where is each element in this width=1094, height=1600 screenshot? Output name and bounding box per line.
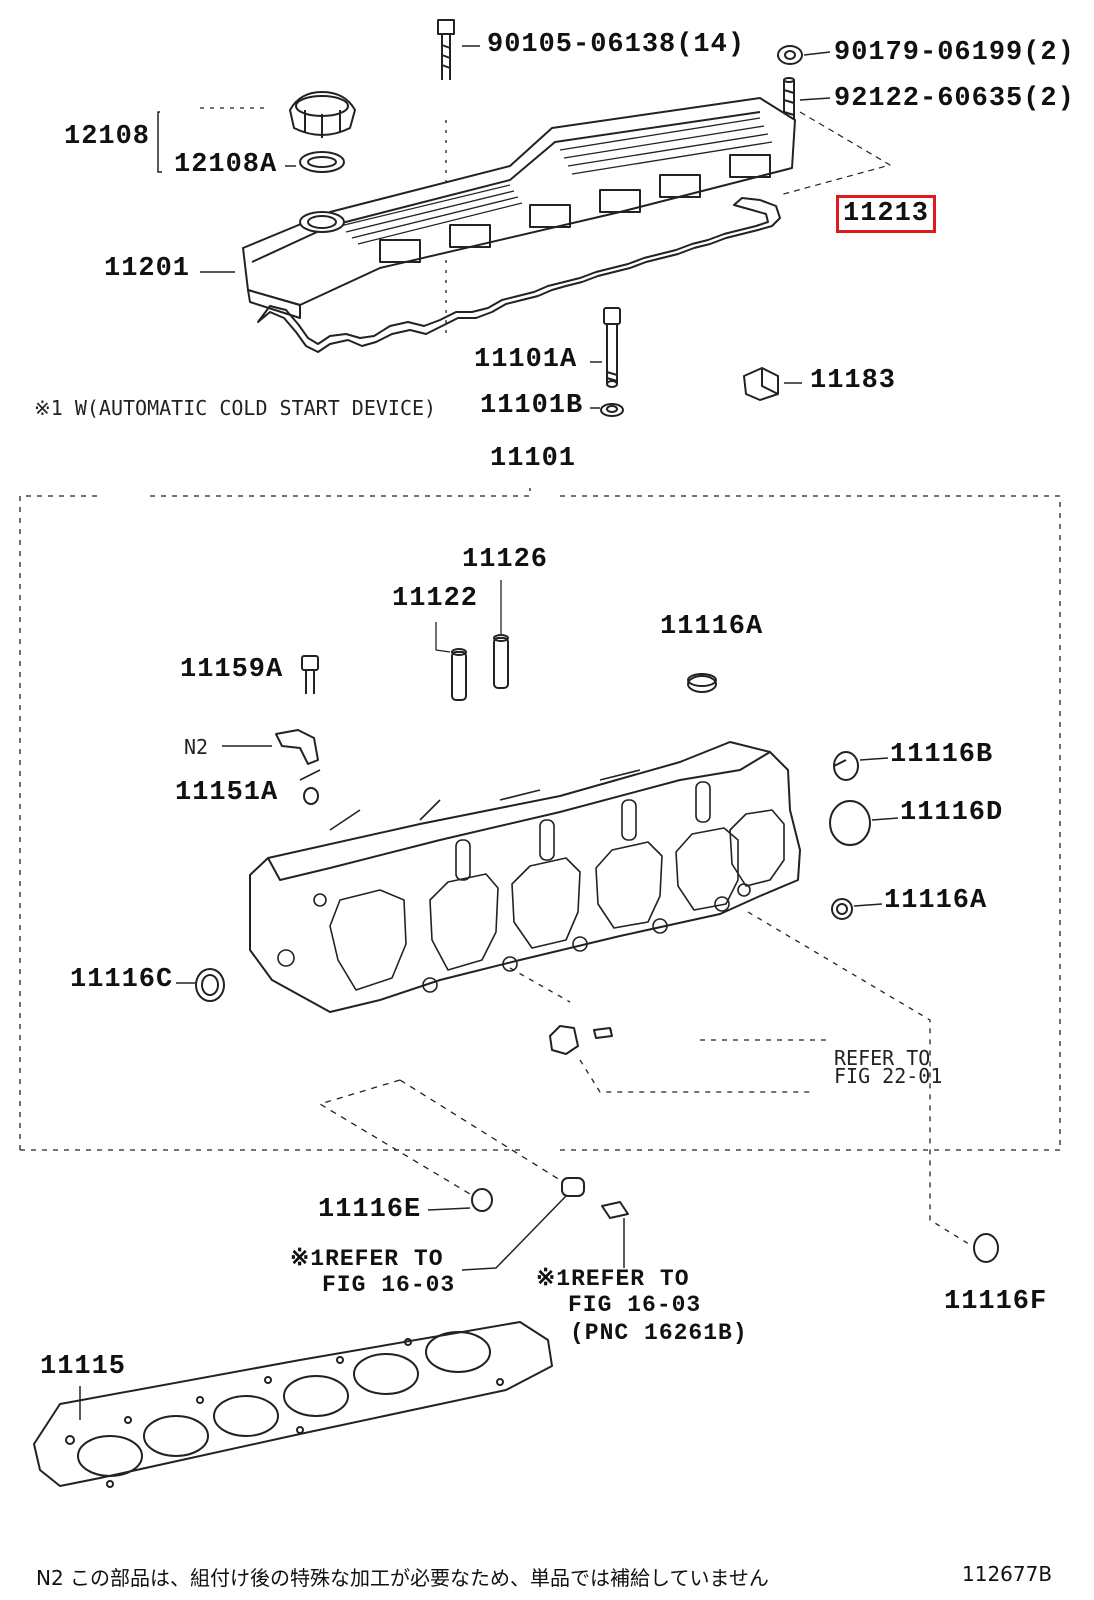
plug-icon xyxy=(471,1188,493,1212)
refer-fig-22-01-line1: REFER TO xyxy=(834,1046,931,1070)
label-11122: 11122 xyxy=(392,584,479,614)
footer-note: N2 この部品は、組付け後の特殊な加工が必要なため、単品では補給していません xyxy=(36,1566,769,1590)
label-11101: 11101 xyxy=(490,444,577,474)
side-plug-icon xyxy=(743,367,779,401)
head-gasket-icon xyxy=(33,1321,553,1488)
label-11159a: 11159A xyxy=(180,655,284,685)
bracket-icon xyxy=(275,729,319,765)
note-automatic-cold-start: ※1 W(AUTOMATIC COLD START DEVICE) xyxy=(34,396,437,420)
label-12108a: 12108A xyxy=(174,150,278,180)
bolt-icon xyxy=(437,19,455,80)
refer-fig-16-03-a-line1: ※1REFER TO xyxy=(290,1246,444,1272)
plug-icon xyxy=(195,968,225,1002)
figure-id: 112677B xyxy=(962,1562,1053,1586)
label-90179-06199: 90179-06199(2) xyxy=(834,38,1075,68)
pin-icon xyxy=(593,1027,613,1039)
label-11116f: 11116F xyxy=(944,1287,1048,1317)
label-11116d: 11116D xyxy=(900,798,1004,828)
label-11101b: 11101B xyxy=(480,391,584,421)
label-11116b: 11116B xyxy=(890,740,994,770)
stud-icon xyxy=(301,655,319,694)
plug-icon xyxy=(831,898,853,920)
label-12108: 12108 xyxy=(64,122,151,152)
label-11116c: 11116C xyxy=(70,965,174,995)
washer-icon xyxy=(600,403,624,417)
refer-fig-22-01-line2: FIG 22-01 xyxy=(834,1064,943,1088)
pin-icon xyxy=(601,1201,629,1219)
cap-gasket-icon xyxy=(299,151,345,173)
refer-fig-16-03-b-line2: FIG 16-03 xyxy=(568,1292,702,1318)
label-11116a-top: 11116A xyxy=(660,612,764,642)
refer-fig-16-03-b-line1: ※1REFER TO xyxy=(536,1266,690,1292)
label-90105-06138: 90105-06138(14) xyxy=(487,30,746,60)
plug-icon xyxy=(833,751,859,781)
refer-fig-16-03-b-line3: (PNC 16261B) xyxy=(570,1320,748,1346)
label-11115: 11115 xyxy=(40,1352,127,1382)
valve-cover-icon xyxy=(242,97,796,319)
label-92122-60635: 92122-60635(2) xyxy=(834,84,1075,114)
label-n2: N2 xyxy=(184,735,209,759)
plug-icon xyxy=(973,1233,999,1263)
nut-icon xyxy=(777,45,803,65)
label-11116a-right: 11116A xyxy=(884,886,988,916)
label-11116e: 11116E xyxy=(318,1195,422,1225)
label-11126: 11126 xyxy=(462,545,549,575)
sleeve-icon xyxy=(561,1177,585,1197)
refer-fig-16-03-a-line2: FIG 16-03 xyxy=(322,1272,456,1298)
cylinder-head-icon xyxy=(249,741,801,1013)
oil-cap-icon xyxy=(289,91,356,138)
head-bolt-icon xyxy=(603,307,621,388)
valve-guide-icon xyxy=(451,634,509,701)
plug-icon xyxy=(687,673,717,693)
label-11213-highlighted: 11213 xyxy=(836,195,937,233)
ring-icon xyxy=(303,787,319,805)
label-11183: 11183 xyxy=(810,366,897,396)
label-11151a: 11151A xyxy=(175,778,279,808)
label-11101a: 11101A xyxy=(474,345,578,375)
cover-gasket-icon xyxy=(257,197,781,353)
plug-icon xyxy=(549,1025,579,1055)
label-11201: 11201 xyxy=(104,254,191,284)
plug-icon xyxy=(829,800,871,846)
